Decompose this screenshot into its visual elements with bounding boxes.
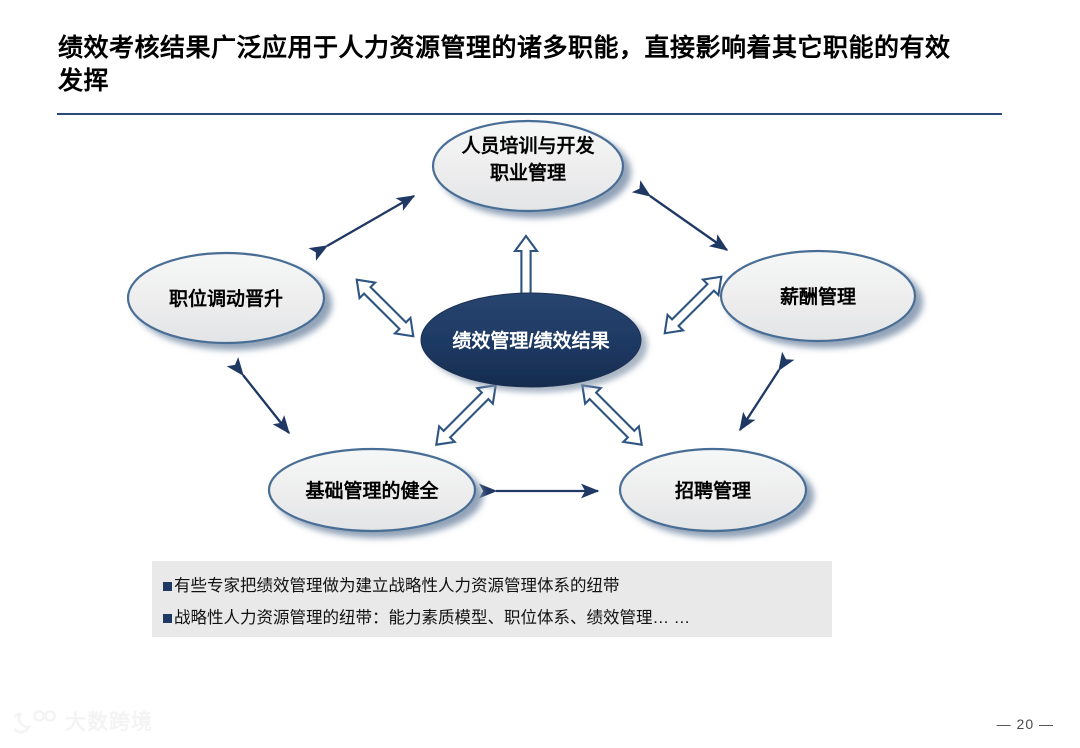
node-ellipse-promotion — [126, 251, 326, 345]
bullet-square-icon — [163, 613, 172, 623]
node-ellipse-recruiting — [618, 447, 808, 533]
watermark-logo: 大数跨境 — [14, 706, 153, 736]
connector-center-promotion — [355, 278, 415, 338]
brand-mark-icon — [14, 710, 56, 734]
notes-box: 有些专家把绩效管理做为建立战略性人力资源管理体系的纽带 战略性人力资源管理的纽带… — [152, 561, 832, 637]
connector-promotion-training — [308, 195, 416, 261]
page-title: 绩效考核结果广泛应用于人力资源管理的诸多职能，直接影响着其它职能的有效发挥 — [58, 34, 951, 95]
page-number: — 20 — — [996, 716, 1054, 732]
note-bullet-2: 战略性人力资源管理的纽带：能力素质模型、职位体系、绩效管理… … — [163, 609, 832, 629]
title-divider — [57, 113, 1002, 115]
note-bullet-1: 有些专家把绩效管理做为建立战略性人力资源管理体系的纽带 — [163, 577, 832, 597]
node-ellipse-compensation — [719, 249, 917, 343]
connector-center-foundation — [435, 384, 497, 446]
connector-training-compensation — [631, 180, 729, 251]
bullet-square-icon — [163, 582, 172, 591]
note-bullet-1-text: 有些专家把绩效管理做为建立战略性人力资源管理体系的纽带 — [174, 577, 620, 595]
node-ellipse-foundation — [267, 447, 477, 533]
node-ellipse-center — [420, 292, 642, 388]
connector-center-compensation — [663, 275, 723, 335]
node-ellipse-training — [431, 119, 625, 213]
note-bullet-2-text: 战略性人力资源管理的纽带：能力素质模型、职位体系、绩效管理… … — [174, 608, 691, 627]
connector-center-recruiting — [581, 384, 643, 446]
watermark-text: 大数跨境 — [65, 711, 153, 734]
connector-compensation-recruiting — [739, 351, 795, 432]
hr-functions-diagram: 人员培训与开发 职业管理 职位调动晋升 薪酬管理 基础管理的健全 招聘管理 绩效… — [0, 118, 1080, 548]
connector-promotion-foundation — [226, 357, 290, 435]
